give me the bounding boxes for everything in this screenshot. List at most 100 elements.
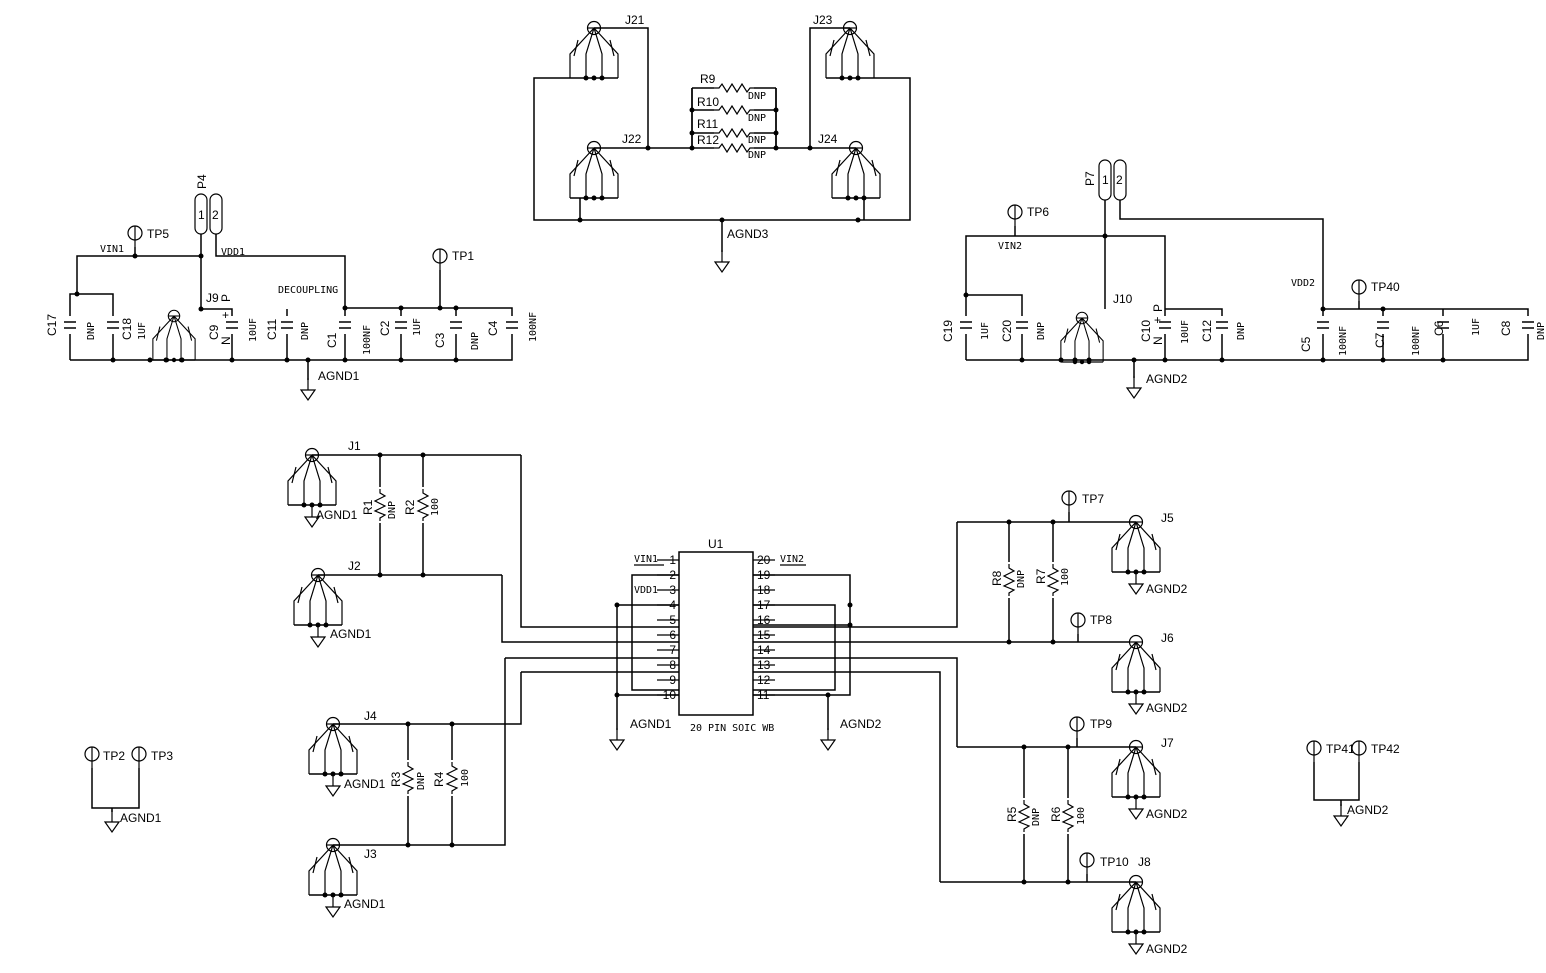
j2-agnd1-label: AGND1 xyxy=(330,627,372,641)
j2-connector-icon xyxy=(293,567,343,629)
c18-label: C18 xyxy=(120,318,134,340)
right-power-block: 1 2 P7 TP6 TP40 VIN2 VDD2 J10 P + N C19 … xyxy=(941,159,1546,399)
j1-label: J1 xyxy=(348,439,361,453)
j9-connector-icon xyxy=(152,309,196,363)
j8-connector-icon xyxy=(1111,874,1161,936)
j10-label: J10 xyxy=(1113,292,1133,306)
top-connector-block: J21 J23 J22 J24 R9 R10 R11 R12 DNP DNP D… xyxy=(533,13,911,273)
p7-pin2: 2 xyxy=(1116,173,1123,187)
agnd1-left-label: AGND1 xyxy=(318,369,360,383)
u1-vdd1-label: VDD1 xyxy=(634,585,658,596)
r5-value: DNP xyxy=(1031,808,1042,826)
r12-value: DNP xyxy=(748,150,766,161)
c3-value: DNP xyxy=(470,332,481,350)
u1-vin1-label: VIN1 xyxy=(634,554,658,565)
tp40-label: TP40 xyxy=(1371,280,1400,294)
u1-pin-number: 9 xyxy=(669,673,676,687)
j1-agnd1-label: AGND1 xyxy=(316,508,358,522)
tp9-label: TP9 xyxy=(1090,717,1112,731)
j3-label: J3 xyxy=(364,847,377,861)
tp10-label: TP10 xyxy=(1100,855,1129,869)
r12-label: R12 xyxy=(697,133,719,147)
u1-pin-number: 6 xyxy=(669,628,676,642)
p7-pin1: 1 xyxy=(1102,173,1109,187)
tp8-label: TP8 xyxy=(1090,613,1112,627)
r10-label: R10 xyxy=(697,95,719,109)
j3-connector-icon xyxy=(308,837,358,899)
p4-pin2: 2 xyxy=(212,208,219,222)
r2-label: R2 xyxy=(403,499,417,515)
vin1-net-label: VIN1 xyxy=(100,244,124,255)
u1-pin-number: 16 xyxy=(757,613,771,627)
u1-pin-number: 15 xyxy=(757,628,771,642)
j5-label: J5 xyxy=(1161,511,1174,525)
c9-n-label: N xyxy=(219,336,233,345)
u1-package-label: 20 PIN SOIC WB xyxy=(690,723,774,734)
r11-label: R11 xyxy=(697,117,718,131)
c1-value: 100NF xyxy=(362,325,373,355)
c5-label: C5 xyxy=(1299,336,1313,352)
r3-label: R3 xyxy=(389,771,403,787)
j7-agnd2-label: AGND2 xyxy=(1146,807,1188,821)
p4-label: P4 xyxy=(195,174,209,189)
u1-agnd2-label: AGND2 xyxy=(840,717,882,731)
j8-agnd2-label: AGND2 xyxy=(1146,942,1188,956)
j4-connector-icon xyxy=(308,716,358,778)
u1-body xyxy=(678,551,754,716)
r4-value: 100 xyxy=(460,769,471,787)
r6-value: 100 xyxy=(1076,807,1087,825)
agnd2-right-ground-icon xyxy=(1126,375,1142,399)
c9-plus-label: + xyxy=(222,308,229,322)
c11-label: C11 xyxy=(265,319,279,340)
tp1-label: TP1 xyxy=(452,249,474,263)
tp41-tp42-ground-icon xyxy=(1333,803,1349,827)
j10-connector-icon xyxy=(1060,311,1104,365)
j22-label: J22 xyxy=(622,132,642,146)
tp5-icon xyxy=(127,225,143,248)
c10-plus-label: + xyxy=(1154,313,1161,327)
j23-connector-icon xyxy=(825,20,875,82)
j6-label: J6 xyxy=(1161,631,1174,645)
c17-label: C17 xyxy=(45,314,59,336)
c18-value: 1UF xyxy=(137,322,148,340)
tp40-icon xyxy=(1351,279,1367,302)
c3-label: C3 xyxy=(433,332,447,348)
tp2-label: TP2 xyxy=(103,749,125,763)
j5-agnd2-label: AGND2 xyxy=(1146,582,1188,596)
c8-label: C8 xyxy=(1499,320,1513,336)
decoupling-label: DECOUPLING xyxy=(278,285,338,296)
vdd2-net-label: VDD2 xyxy=(1291,278,1315,289)
j24-connector-icon xyxy=(831,140,881,202)
agnd2-right-label: AGND2 xyxy=(1146,372,1188,386)
tp2-tp3-ground-icon xyxy=(104,809,120,833)
u1-agnd2-ground-icon xyxy=(820,727,836,751)
tp8-icon xyxy=(1070,612,1086,635)
j22-connector-icon xyxy=(569,140,619,202)
standalone-testpoints: TP2 TP3 AGND1 TP41 TP42 AGND2 xyxy=(84,740,1400,833)
c4-value: 100NF xyxy=(528,312,539,342)
tp7-icon xyxy=(1061,490,1077,513)
u1-ic-block: U1 20 PIN SOIC WB 1234567891020191817161… xyxy=(501,455,1130,882)
u1-pin-number: 13 xyxy=(757,658,771,672)
p7-label: P7 xyxy=(1083,171,1097,186)
j5-ground-icon xyxy=(1128,571,1144,595)
j5-connector-icon xyxy=(1111,514,1161,576)
j4-agnd1-label: AGND1 xyxy=(344,777,386,791)
j3-ground-icon xyxy=(325,894,341,918)
r8-value: DNP xyxy=(1016,570,1027,588)
tp42-label: TP42 xyxy=(1371,742,1400,756)
u1-pin-number: 8 xyxy=(669,658,676,672)
tp6-icon xyxy=(1007,204,1023,227)
u1-ref-label: U1 xyxy=(708,537,724,551)
r3-value: DNP xyxy=(416,772,427,790)
c12-value: DNP xyxy=(1236,322,1247,340)
tp3-label: TP3 xyxy=(151,749,173,763)
c9-p-label: P xyxy=(219,294,233,302)
u1-pin-number: 7 xyxy=(669,643,676,657)
j4-ground-icon xyxy=(325,773,341,797)
r11-value: DNP xyxy=(748,135,766,146)
j2-label: J2 xyxy=(348,559,361,573)
c9-value: 10UF xyxy=(248,318,259,342)
r1-value: DNP xyxy=(387,501,398,519)
